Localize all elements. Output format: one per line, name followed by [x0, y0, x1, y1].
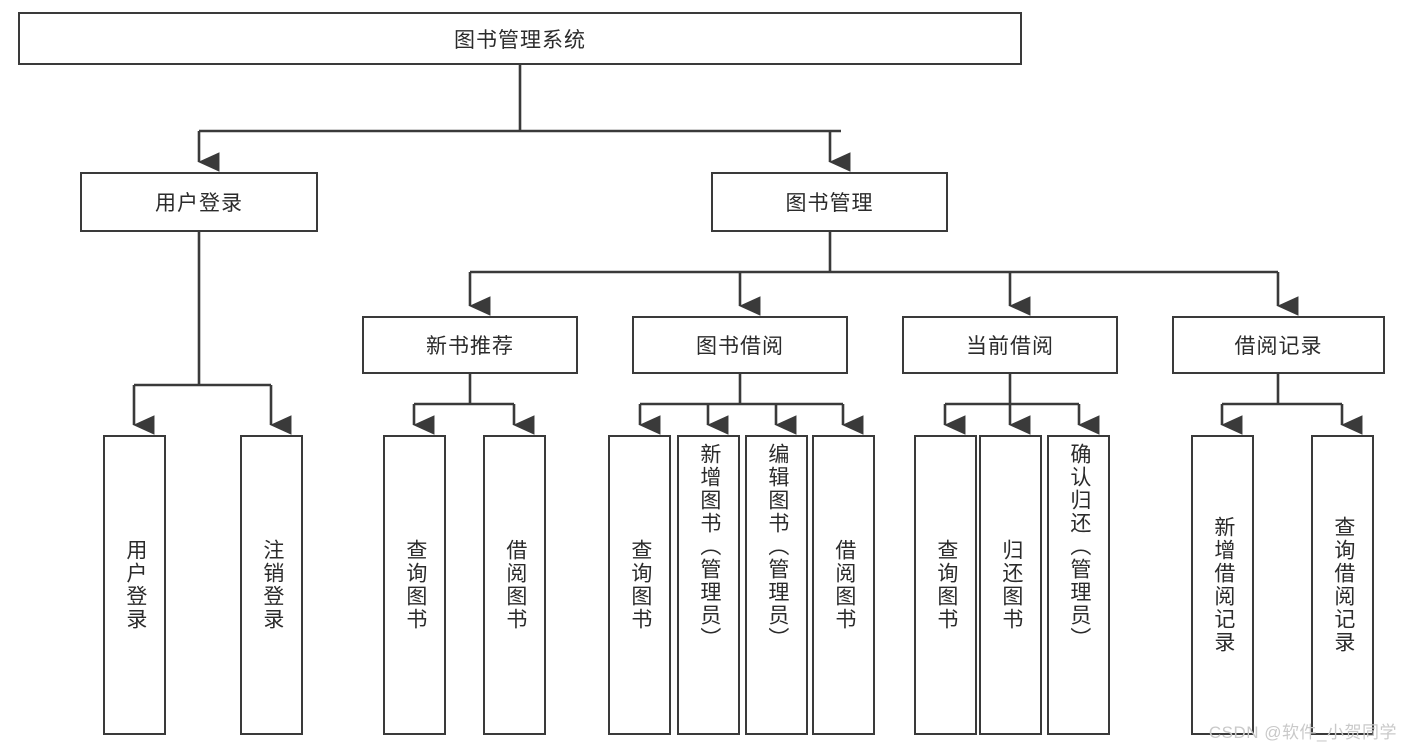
node-label: 当前借阅 [966, 335, 1054, 358]
leaf-current-return-book[interactable]: 归还图书 [979, 435, 1042, 735]
node-label: 用户登录 [155, 192, 243, 215]
leaf-user-login-login[interactable]: 用户登录 [103, 435, 166, 735]
node-label: 查询图书 [934, 539, 958, 631]
node-label: 查询借阅记录 [1331, 516, 1355, 654]
leaf-records-query-record[interactable]: 查询借阅记录 [1311, 435, 1374, 735]
node-label: 新书推荐 [426, 335, 514, 358]
node-current-borrow[interactable]: 当前借阅 [902, 316, 1118, 374]
node-label: 借阅图书 [832, 539, 856, 631]
node-label: 图书管理 [785, 192, 874, 215]
node-label: 查询图书 [403, 539, 427, 631]
node-root-system[interactable]: 图书管理系统 [18, 12, 1022, 65]
node-label: 图书管理系统 [454, 28, 586, 52]
node-label: 查询图书 [628, 539, 652, 631]
node-label: 用户登录 [123, 539, 147, 631]
node-label: 借阅记录 [1234, 335, 1323, 358]
node-borrow-records[interactable]: 借阅记录 [1172, 316, 1385, 374]
leaf-current-confirm-return-admin[interactable]: 确认归还（管理员） [1047, 435, 1110, 735]
node-label: 借阅图书 [503, 539, 527, 631]
node-label: 注销登录 [260, 539, 284, 631]
node-label: 确认归还（管理员） [1067, 443, 1091, 650]
node-book-management[interactable]: 图书管理 [711, 172, 948, 232]
leaf-borrow-add-book-admin[interactable]: 新增图书（管理员） [677, 435, 740, 735]
leaf-recommend-borrow-book[interactable]: 借阅图书 [483, 435, 546, 735]
node-user-login[interactable]: 用户登录 [80, 172, 318, 232]
node-label: 图书借阅 [696, 335, 784, 358]
leaf-records-add-record[interactable]: 新增借阅记录 [1191, 435, 1254, 735]
csdn-watermark: CSDN @软件_小贺同学 [1208, 723, 1397, 742]
node-book-borrow[interactable]: 图书借阅 [632, 316, 848, 374]
leaf-current-query-book[interactable]: 查询图书 [914, 435, 977, 735]
node-label: 编辑图书（管理员） [765, 443, 789, 650]
node-label: 归还图书 [999, 539, 1023, 631]
node-label: 新增图书（管理员） [697, 443, 721, 650]
leaf-user-login-logout[interactable]: 注销登录 [240, 435, 303, 735]
node-new-book-recommend[interactable]: 新书推荐 [362, 316, 578, 374]
leaf-borrow-query-book[interactable]: 查询图书 [608, 435, 671, 735]
leaf-borrow-borrow-book[interactable]: 借阅图书 [812, 435, 875, 735]
node-label: 新增借阅记录 [1211, 516, 1235, 654]
leaf-borrow-edit-book-admin[interactable]: 编辑图书（管理员） [745, 435, 808, 735]
leaf-recommend-query-book[interactable]: 查询图书 [383, 435, 446, 735]
